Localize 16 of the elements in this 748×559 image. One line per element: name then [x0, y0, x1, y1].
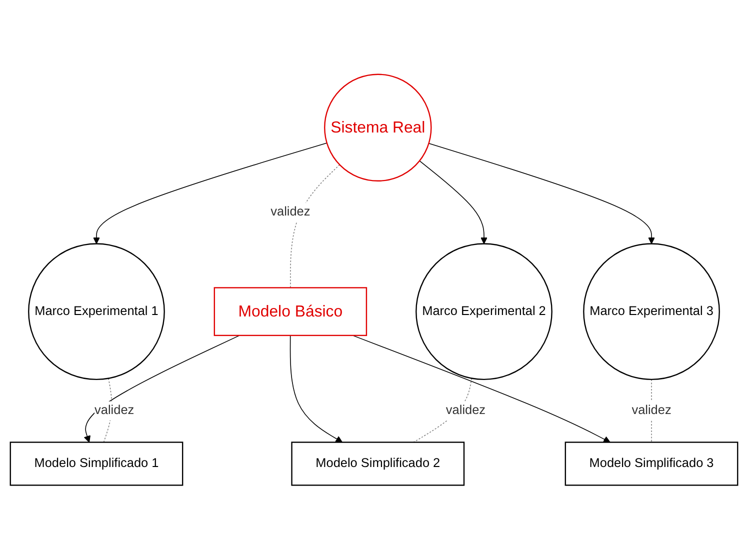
node-box: Modelo Simplificado 1: [10, 441, 184, 486]
node-box: Modelo Simplificado 2: [291, 441, 465, 486]
edge-label: validez: [446, 403, 486, 417]
node-circle: Marco Experimental 2: [416, 242, 552, 380]
edge-label: validez: [94, 403, 134, 417]
arrow: [419, 160, 488, 244]
node-circle: Marco Experimental 3: [583, 242, 720, 380]
edge-label: validez: [270, 204, 310, 218]
arrow: [428, 142, 656, 244]
node-circle: Sistema Real: [324, 73, 432, 182]
edge-label: validez: [632, 403, 672, 417]
arrow: [92, 142, 328, 244]
node-box: Modelo Simplificado 3: [564, 441, 738, 486]
node-box: Modelo Básico: [214, 286, 368, 336]
node-circle: Marco Experimental 1: [28, 242, 165, 380]
arrow: [290, 334, 343, 442]
